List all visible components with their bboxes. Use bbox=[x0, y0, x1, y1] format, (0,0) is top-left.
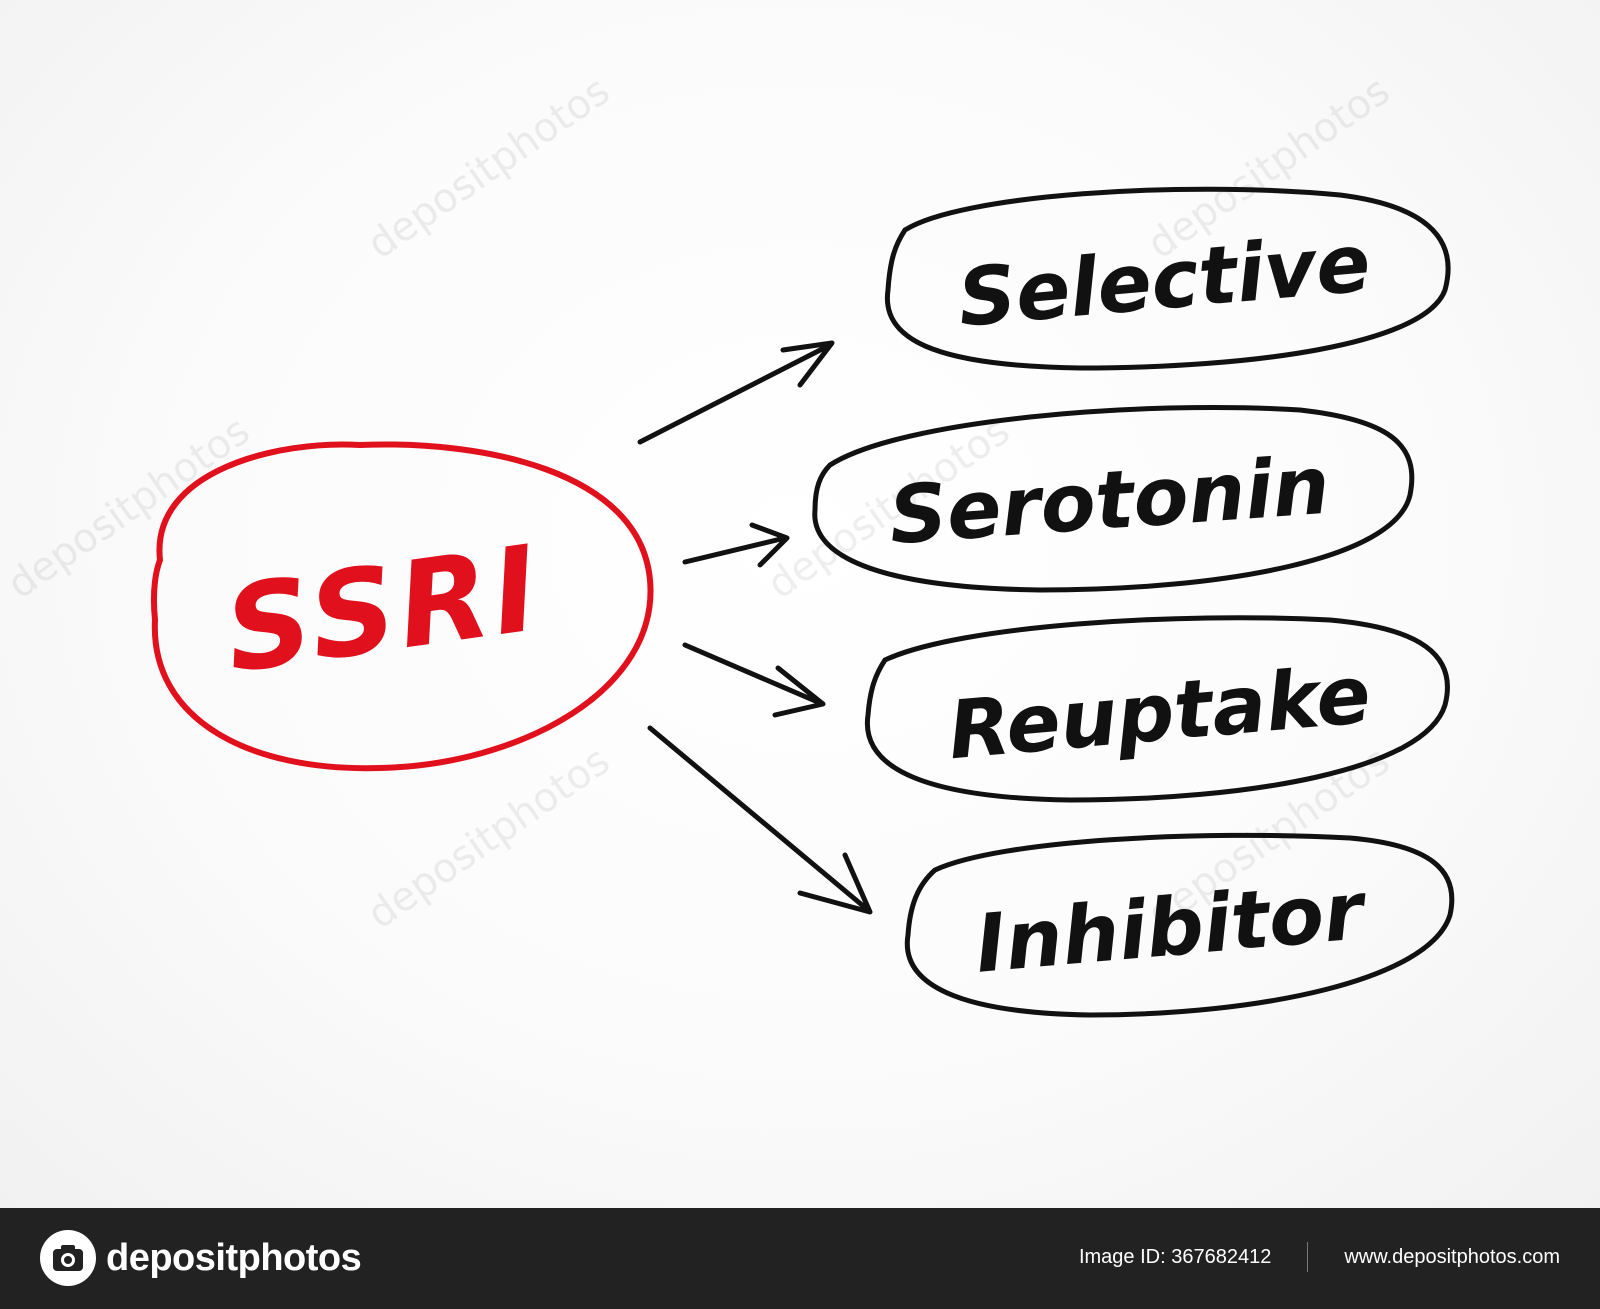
camera-icon bbox=[40, 1230, 96, 1286]
item-labels: Selective Serotonin Reuptake Inhibitor bbox=[886, 216, 1374, 991]
arrow-to-selective bbox=[637, 340, 835, 445]
acronym-diagram: depositphotos depositphotos depositphoto… bbox=[0, 68, 1455, 1018]
ellipse-serotonin bbox=[812, 404, 1415, 593]
label-inhibitor: Inhibitor bbox=[972, 864, 1372, 991]
website-link[interactable]: www.depositphotos.com bbox=[1344, 1245, 1560, 1268]
label-selective: Selective bbox=[954, 216, 1374, 345]
ellipse-inhibitor bbox=[904, 832, 1455, 1018]
divider bbox=[1307, 1242, 1309, 1272]
label-reuptake: Reuptake bbox=[945, 648, 1374, 778]
ellipse-reuptake bbox=[864, 615, 1450, 803]
depositphotos-logo[interactable]: depositphotos bbox=[40, 1230, 362, 1286]
logo-text: depositphotos bbox=[106, 1236, 362, 1279]
arrow-to-reuptake bbox=[682, 642, 826, 718]
ellipse-selective bbox=[884, 186, 1451, 371]
arrow-to-inhibitor bbox=[647, 725, 873, 915]
image-id: Image ID: 367682412 bbox=[1078, 1245, 1272, 1268]
arrows bbox=[637, 340, 873, 915]
stock-footer: depositphotos Image ID: 367682412 www.de… bbox=[0, 1208, 1600, 1309]
center-node: SSRI bbox=[150, 441, 654, 772]
diagram-canvas: depositphotos depositphotos depositphoto… bbox=[0, 0, 1600, 1208]
item-ellipses bbox=[812, 186, 1455, 1018]
arrow-to-serotonin bbox=[682, 522, 790, 568]
center-ellipse bbox=[150, 441, 654, 772]
watermark-text: depositphotos bbox=[359, 68, 618, 268]
image-meta: Image ID: 367682412 www.depositphotos.co… bbox=[1079, 1242, 1560, 1272]
center-label: SSRI bbox=[217, 519, 550, 700]
